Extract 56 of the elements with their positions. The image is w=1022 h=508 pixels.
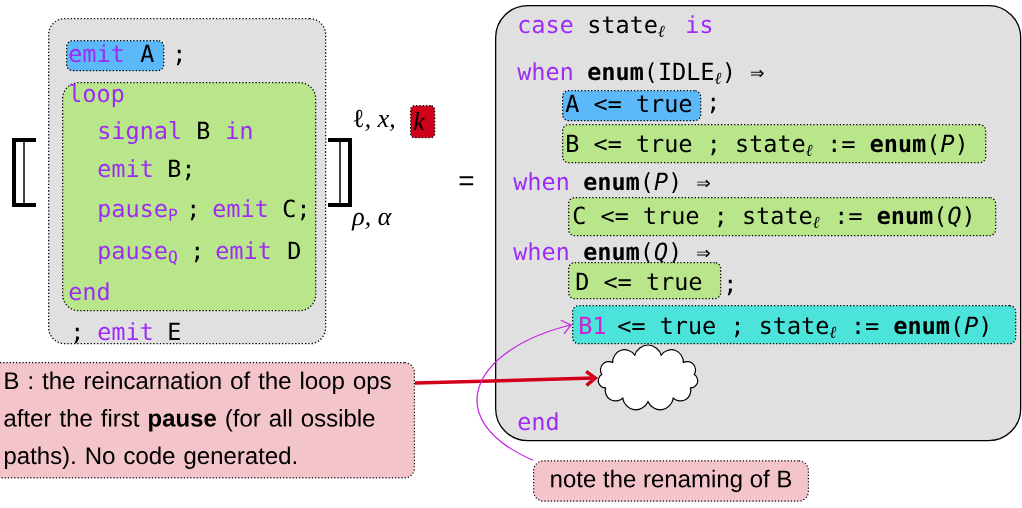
arrow (414, 369, 599, 387)
code-text: ; (74, 327, 79, 344)
keyword: when (517, 62, 572, 81)
code-text: A (140, 44, 154, 62)
math-label: ρ, α (351, 212, 392, 231)
keyword: when (513, 172, 568, 191)
code-text: A <= true (565, 94, 692, 113)
note-box: note the renaming of B (533, 460, 810, 502)
code-text: ; (727, 279, 732, 296)
highlighted-code (66, 40, 165, 72)
highlighted-code (62, 82, 317, 312)
keyword: signal (99, 121, 180, 145)
keyword: pause$_{P}$ (99, 203, 178, 222)
highlighted-code (562, 124, 987, 164)
code-text: ; (176, 49, 181, 66)
code-text: enum(Q) ⇒ (584, 242, 710, 264)
code-text: D <= true (576, 272, 702, 291)
code-text: enum(P) ⇒ (584, 172, 710, 194)
code-text: ; (194, 246, 199, 263)
keyword: end (69, 282, 109, 301)
keyword: pause$_{Q}$ (99, 245, 177, 265)
keyword: emit (216, 241, 270, 260)
code-text: C <= true ; state$_{ℓ}$ := enum(Q) (573, 206, 971, 228)
code-text: <= true ; state$_{ℓ}$ := enum(P) (618, 316, 988, 338)
highlighted-code (568, 197, 997, 237)
keyword: is (687, 15, 712, 34)
code-text: D (288, 241, 300, 259)
keyword: loop (70, 84, 124, 107)
highlighted-symbol (410, 105, 436, 139)
highlighted-code (562, 90, 702, 122)
code-text: E (169, 322, 180, 340)
keyword: case (519, 19, 573, 34)
equals-sign: = (459, 176, 474, 186)
signal-name: B1 (580, 316, 605, 334)
code-text: C; (283, 199, 305, 221)
keyword: when (513, 242, 568, 261)
keyword: in (227, 121, 252, 139)
highlighted-code (572, 305, 1017, 345)
keyword: emit (69, 44, 123, 63)
note-box: B : the reincarnation of the loop ops after the first pause (for all ossible paths). No code generated. (0, 362, 415, 479)
arrow (476, 319, 572, 461)
code-text: B (198, 121, 210, 139)
math-symbol: k (413, 111, 426, 130)
code-text: ; (190, 204, 195, 221)
keyword: end (518, 412, 558, 431)
code-text: B <= true ; state$_{ℓ}$ := enum(P) (567, 134, 964, 156)
code-text: state$_{ℓ}$ (589, 16, 665, 37)
code-text: B; (169, 159, 190, 181)
keyword: emit (98, 159, 152, 178)
code-text: ; (710, 97, 715, 114)
highlighted-code (568, 262, 722, 300)
keyword: emit (98, 322, 152, 341)
code-text: enum(IDLE$_{ℓ}$) ⇒ (588, 62, 764, 84)
cloud-shape (597, 344, 699, 411)
math-label: ℓ, x, (353, 109, 395, 131)
keyword: emit (213, 199, 267, 218)
